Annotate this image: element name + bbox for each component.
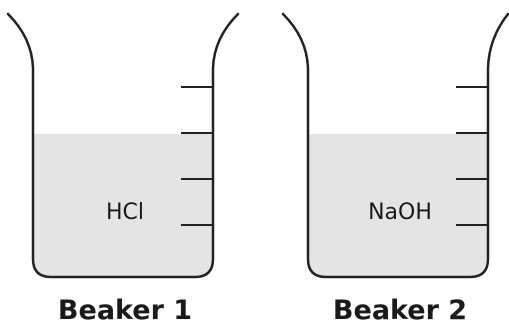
beaker-2: NaOH Beaker 2	[281, 12, 509, 326]
beaker-2-outline	[281, 12, 509, 279]
beaker-2-title: Beaker 2	[333, 295, 467, 326]
beaker-1-title: Beaker 1	[58, 295, 192, 326]
beaker-2-liquid	[308, 134, 488, 277]
beaker-1-outline	[6, 12, 240, 279]
beaker-2-solution-label: NaOH	[368, 200, 432, 225]
beaker-1-solution-label: HCl	[106, 200, 144, 225]
beaker-1-liquid	[33, 134, 213, 277]
beaker-1: HCl Beaker 1	[6, 12, 240, 326]
